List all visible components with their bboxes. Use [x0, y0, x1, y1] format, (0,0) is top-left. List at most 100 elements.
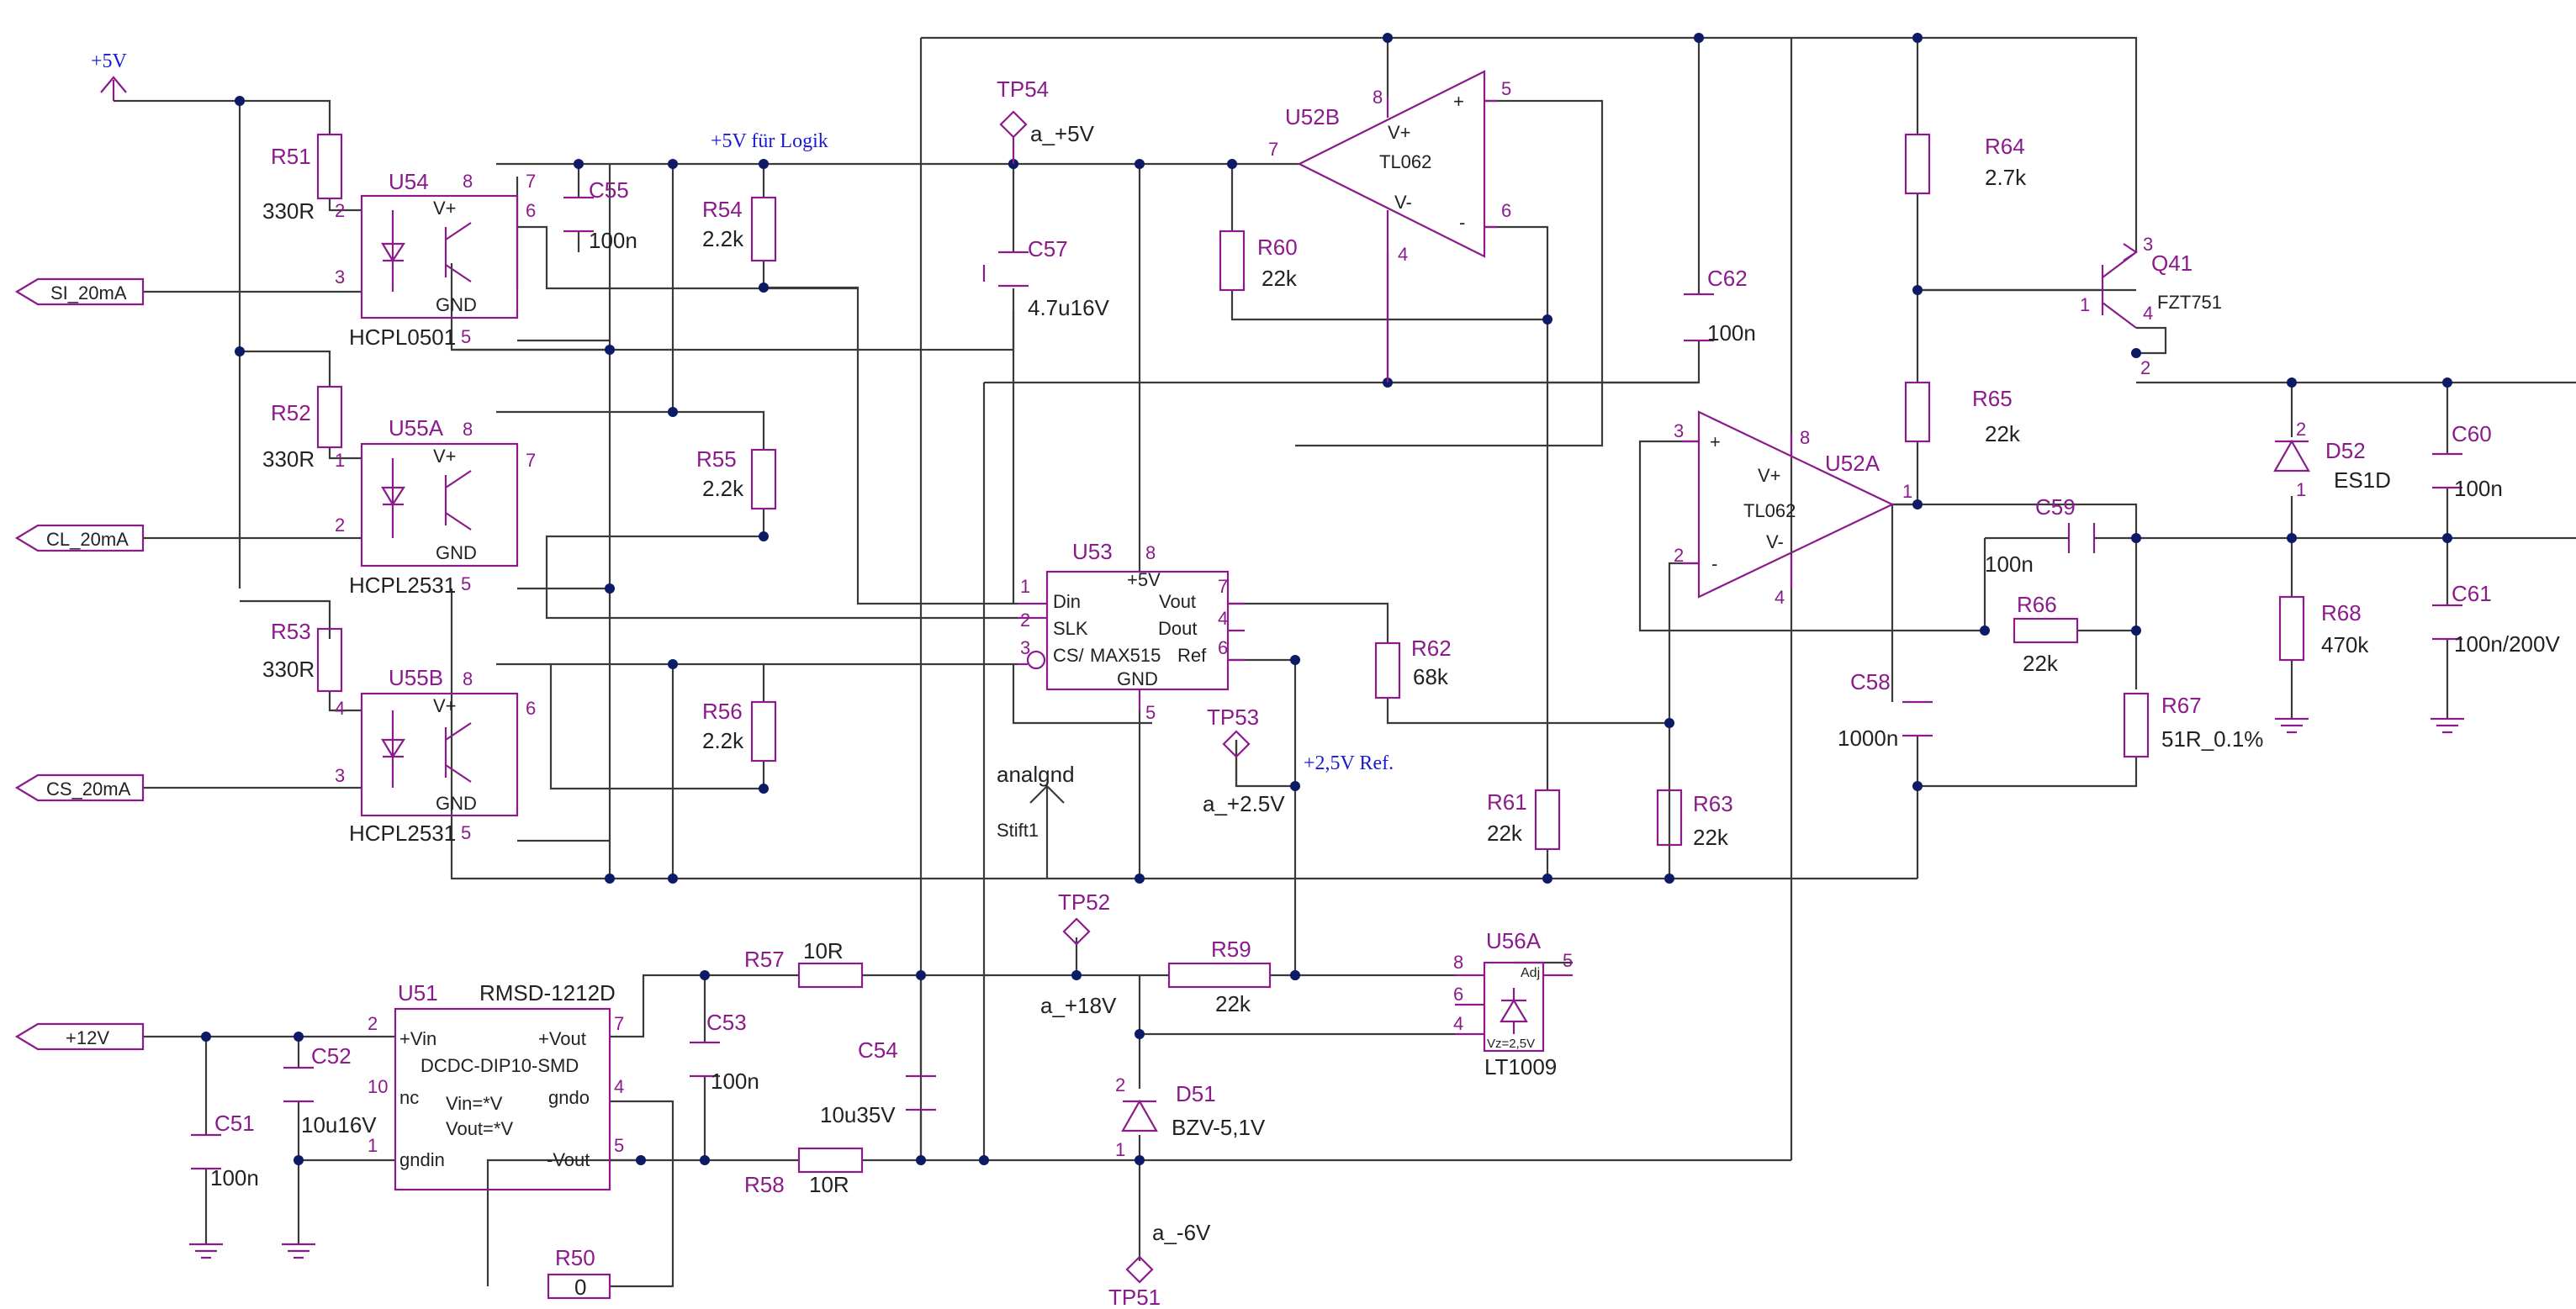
- r62-val: 68k: [1413, 664, 1449, 689]
- zener-reference-icon: [1500, 988, 1528, 1034]
- c52-val: 10u16V: [301, 1112, 377, 1137]
- pins-u51-2-label: 1: [368, 1135, 378, 1156]
- port-cl: [14, 524, 145, 552]
- dcdc-nc-label: nc: [399, 1087, 419, 1108]
- c57-val: 4.7u16V: [1028, 295, 1110, 320]
- pins-u53-4-label: 7: [1218, 576, 1228, 597]
- junction-dot: [2131, 348, 2141, 358]
- port-si: [14, 277, 145, 306]
- r50-ref: R50: [555, 1245, 595, 1270]
- r59-body: [1167, 962, 1272, 989]
- r61-body: [1534, 789, 1561, 851]
- r57-ref: R57: [744, 947, 785, 972]
- u52b-ref: U52B: [1285, 104, 1340, 129]
- r56-body: [750, 700, 777, 763]
- ground-icon: [2275, 717, 2309, 734]
- pins-u53-0-label: 1: [1020, 576, 1030, 597]
- junction-dot: [1290, 781, 1300, 791]
- junction-dot: [1912, 285, 1923, 295]
- opamps-minus-label: -: [1711, 553, 1717, 574]
- r63-val: 22k: [1693, 825, 1729, 850]
- opamps-plus-label: +: [1453, 91, 1464, 112]
- pins-u52b-2-label: 7: [1268, 139, 1278, 160]
- r59-val: 22k: [1215, 991, 1251, 1016]
- pins-u51-3-label: 7: [614, 1013, 624, 1034]
- c59-ref: C59: [2035, 494, 2076, 520]
- r68-val: 470k: [2321, 632, 2369, 657]
- u52a-part: TL062: [1743, 500, 1796, 521]
- r55-body: [750, 448, 777, 510]
- phototransistor-icon: [444, 222, 472, 282]
- r65-ref: R65: [1972, 386, 2013, 411]
- junction-dot: [2131, 625, 2141, 636]
- c55-ref: C55: [589, 177, 629, 203]
- junction-dot: [1664, 718, 1674, 728]
- led-diode-icon: [381, 458, 406, 538]
- pins-d52-1-label: 1: [2296, 479, 2306, 500]
- d51-part: BZV-5,1V: [1172, 1115, 1266, 1140]
- junction-dot: [1135, 1155, 1145, 1165]
- dcdc-vin-eq-label: Vin=*V: [446, 1093, 503, 1114]
- u56a-part: LT1009: [1484, 1054, 1557, 1079]
- dcdc-vout-eq-label: Vout=*V: [446, 1118, 513, 1139]
- r54-ref: R54: [702, 197, 743, 222]
- port-cl-label: CL_20mA: [46, 529, 129, 550]
- c62-val: 100n: [1707, 320, 1756, 346]
- junction-dot: [1135, 159, 1145, 169]
- pins-u53-6-label: 6: [1218, 637, 1228, 658]
- net-label-5v: +5V: [91, 50, 128, 72]
- r67-body: [2123, 692, 2150, 758]
- junction-dot: [1071, 970, 1082, 980]
- junction-dot: [1980, 625, 1990, 636]
- r68-ref: R68: [2321, 600, 2362, 625]
- ports: SI_20mA CL_20mA CS_20mA +12V: [14, 277, 145, 1051]
- c53-plates: [690, 1041, 720, 1078]
- pins-u51-1-label: 10: [368, 1076, 388, 1097]
- r63-body: [1656, 789, 1683, 847]
- junction-dot: [2442, 533, 2452, 543]
- junction-dot: [2442, 377, 2452, 388]
- vref-adj-label: Adj: [1521, 966, 1540, 980]
- r51-ref: R51: [271, 144, 311, 169]
- u52b-part: TL062: [1379, 151, 1431, 172]
- c59-plates: [2067, 523, 2096, 553]
- optocouplers: V+ GND U54 HCPL0501 8 7 6 2 3 5 V+ GND U…: [335, 169, 536, 846]
- c62-plates: [1684, 293, 1714, 342]
- d52-ref: D52: [2325, 438, 2366, 463]
- c51-ref: C51: [214, 1111, 255, 1136]
- pins-u56a-2-label: 4: [1453, 1013, 1463, 1034]
- u55a-optocoupler: V+ GND U55A HCPL2531 8 7 1 2 5: [335, 415, 536, 598]
- c57-plates: [982, 251, 1029, 288]
- pins-u55a-3-label: 2: [335, 515, 345, 536]
- pins-u55b-4-label: 5: [461, 822, 471, 843]
- tp51-label: TP51: [1108, 1285, 1161, 1309]
- junction-dot: [294, 1032, 304, 1042]
- r55-ref: R55: [696, 446, 737, 472]
- junction-dot: [700, 1155, 710, 1165]
- net-label-a-6v: a_-6V: [1152, 1220, 1211, 1245]
- opto-vplus-label: V+: [433, 198, 457, 219]
- dac-pins-dout-label: Dout: [1158, 618, 1197, 639]
- u51-ref: U51: [398, 980, 438, 1006]
- junction-dot: [1542, 314, 1552, 325]
- u56a-ref: U56A: [1486, 928, 1542, 953]
- pins-u52b-3-label: 6: [1501, 200, 1511, 221]
- r52-ref: R52: [271, 400, 311, 425]
- dac-pins-cs-label: CS/: [1053, 645, 1085, 666]
- junction-dot: [1542, 874, 1552, 884]
- u54-optocoupler: V+ GND U54 HCPL0501 8 7 6 2 3 5: [335, 169, 536, 350]
- diode-icon: [2273, 439, 2310, 472]
- c58-plates: [1902, 700, 1933, 737]
- r67-ref: R67: [2161, 693, 2202, 718]
- dac-pins-refp-label: Ref: [1177, 645, 1207, 666]
- u54-ref: U54: [389, 169, 429, 194]
- net-label-analgnd: analgnd: [997, 762, 1075, 787]
- led-diode-icon: [381, 210, 406, 292]
- c52-ref: C52: [311, 1043, 352, 1069]
- pins-u53-2-label: 3: [1020, 637, 1030, 658]
- junctions: [201, 33, 2452, 1165]
- junction-dot: [2131, 533, 2141, 543]
- net-label-a-5v: a_+5V: [1030, 121, 1095, 146]
- r61-val: 22k: [1487, 821, 1523, 846]
- junction-dot: [1664, 874, 1674, 884]
